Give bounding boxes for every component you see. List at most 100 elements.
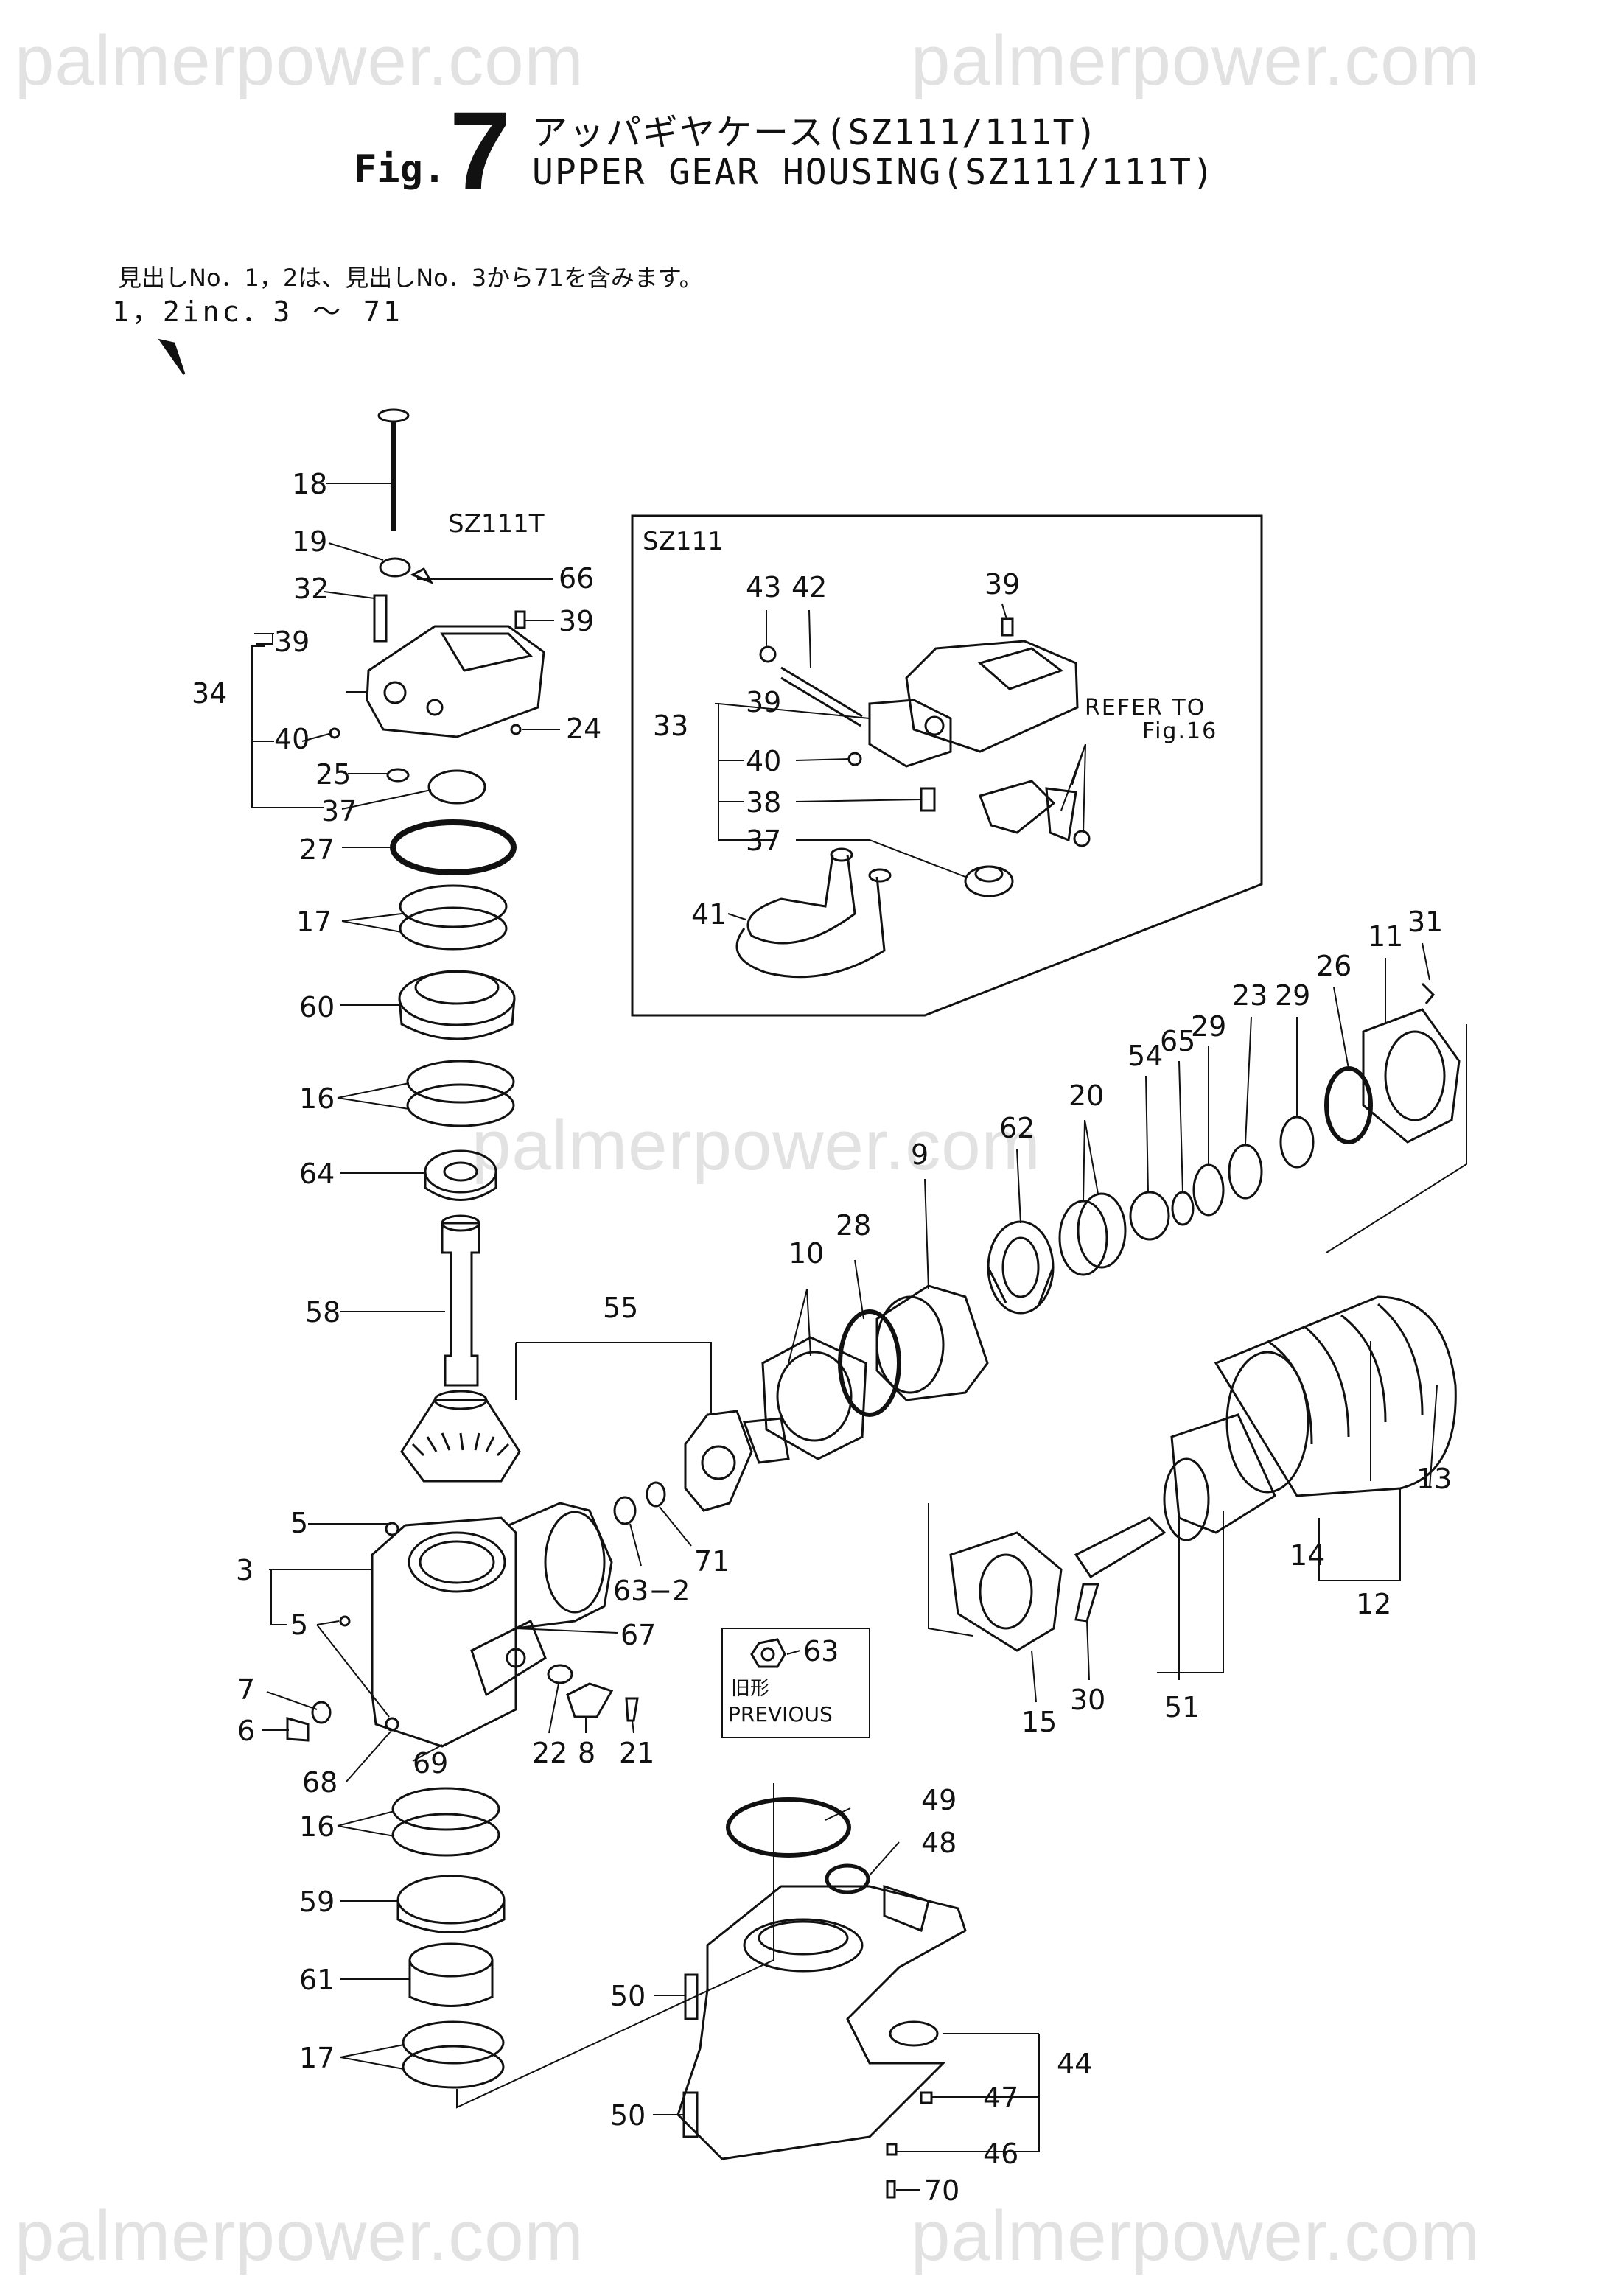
- callout-9: 9: [911, 1138, 929, 1171]
- figure-number: 7: [450, 88, 511, 212]
- callout-33: 33: [653, 710, 688, 742]
- tube-14-part: [1170, 1413, 1276, 1534]
- label-sz111: SZ111: [643, 527, 724, 556]
- callout-23: 23: [1232, 979, 1267, 1012]
- callout-15: 15: [1021, 1706, 1057, 1738]
- inset-cover-part: [905, 640, 1079, 753]
- callout-66: 66: [559, 562, 594, 595]
- callout-21: 21: [619, 1737, 654, 1769]
- callout-31: 31: [1408, 906, 1443, 938]
- callout-63-2: 63−2: [613, 1575, 690, 1607]
- inset-linkage-part: [979, 780, 1056, 834]
- callout-69: 69: [413, 1747, 448, 1779]
- callout-39c: 39: [985, 568, 1020, 601]
- callout-24: 24: [566, 713, 601, 745]
- callout-7: 7: [237, 1673, 255, 1706]
- label-previous-jp: 旧形: [731, 1678, 769, 1700]
- callout-40a: 40: [274, 723, 310, 755]
- callout-17a: 17: [296, 906, 332, 938]
- callout-14: 14: [1290, 1539, 1325, 1572]
- callout-64: 64: [299, 1158, 335, 1190]
- callout-38: 38: [746, 786, 781, 819]
- callout-71: 71: [694, 1545, 730, 1578]
- callout-65: 65: [1160, 1025, 1195, 1057]
- shim-17-upper-part: [399, 884, 508, 928]
- callout-37a: 37: [321, 795, 357, 827]
- callout-20: 20: [1069, 1079, 1104, 1112]
- callout-10: 10: [788, 1237, 824, 1270]
- top-cover-part: [366, 625, 545, 738]
- callout-60: 60: [299, 991, 335, 1023]
- sz111-inset-frame: [631, 514, 1263, 1017]
- shim-20-part: [1058, 1200, 1108, 1276]
- gear-housing-part: [371, 1516, 517, 1748]
- callout-16a: 16: [299, 1082, 335, 1115]
- label-refer-fig: Fig.16: [1142, 718, 1217, 744]
- vertical-shaft-58-part: [441, 1222, 480, 1387]
- label-refer-to: REFER TO: [1085, 695, 1206, 721]
- lower-gear-case-part: [676, 1885, 967, 2160]
- callout-39d: 39: [746, 686, 781, 718]
- callout-55: 55: [603, 1292, 638, 1324]
- callout-41: 41: [691, 898, 727, 931]
- callout-40b: 40: [746, 745, 781, 777]
- bevel-gear-upper-part: [684, 1410, 753, 1512]
- plate-15-part: [949, 1531, 1063, 1652]
- o-ring-49-part: [726, 1797, 851, 1858]
- bearing-51-part: [1163, 1457, 1210, 1541]
- washer-19-part: [379, 557, 411, 578]
- callout-37b: 37: [746, 825, 781, 857]
- bearing-race-59-part: [396, 1875, 506, 1925]
- callout-50a: 50: [610, 1980, 646, 2012]
- callout-46: 46: [983, 2138, 1018, 2170]
- callout-39a: 39: [274, 626, 310, 658]
- callout-51: 51: [1164, 1691, 1200, 1723]
- callout-54: 54: [1127, 1040, 1163, 1072]
- callout-61: 61: [299, 1964, 335, 1996]
- shim-16-upper-part: [406, 1060, 515, 1104]
- label-previous-en: PREVIOUS: [728, 1702, 833, 1726]
- inset-pin-part: [780, 666, 863, 727]
- callout-16b: 16: [299, 1810, 335, 1843]
- callout-13: 13: [1416, 1463, 1452, 1495]
- callout-68: 68: [302, 1766, 338, 1799]
- note-japanese: 見出しNo．1，2は、見出しNo．3から71を含みます。: [118, 264, 703, 292]
- callout-28: 28: [836, 1209, 871, 1242]
- callout-5b: 5: [290, 1609, 308, 1641]
- direction-arrow-icon: [158, 338, 186, 375]
- seal-37-part: [427, 769, 486, 805]
- callout-39b: 39: [559, 605, 594, 637]
- callout-27: 27: [299, 833, 335, 866]
- bellows-13-part: [1214, 1295, 1457, 1497]
- bellows-ring-12-part: [1225, 1351, 1309, 1494]
- watermark-bottom-left: palmerpower.com: [15, 2197, 584, 2275]
- callout-3: 3: [236, 1554, 253, 1586]
- callout-32: 32: [293, 573, 329, 605]
- flange-10-part: [761, 1336, 867, 1460]
- callout-34: 34: [192, 677, 227, 710]
- bolt-32-part: [373, 594, 388, 643]
- callout-19: 19: [292, 525, 327, 558]
- callout-12: 12: [1356, 1588, 1391, 1620]
- callout-30: 30: [1070, 1684, 1105, 1716]
- callout-17b: 17: [299, 2042, 335, 2074]
- callout-67: 67: [620, 1619, 656, 1651]
- watermark-bottom-right: palmerpower.com: [911, 2197, 1480, 2275]
- inset-ball-part: [847, 752, 862, 766]
- shim-16-lower-part: [391, 1787, 500, 1831]
- figure-word: Fig.: [354, 147, 447, 192]
- previous-nut-63-part: [750, 1638, 786, 1668]
- callout-70: 70: [924, 2174, 959, 2207]
- inset-plug-part: [1001, 617, 1014, 637]
- carrier-9-part: [875, 1284, 989, 1401]
- inset-spring-part: [920, 787, 936, 812]
- callout-47: 47: [983, 2082, 1018, 2114]
- watermark-top-right: palmerpower.com: [911, 21, 1480, 100]
- o-ring-27-part: [390, 819, 517, 875]
- shaft-51-part: [1074, 1516, 1167, 1579]
- bearing-61-part: [408, 1942, 494, 1978]
- callout-63: 63: [803, 1635, 839, 1667]
- title-english: UPPER GEAR HOUSING(SZ111/111T): [532, 152, 1215, 193]
- callout-25: 25: [315, 758, 351, 791]
